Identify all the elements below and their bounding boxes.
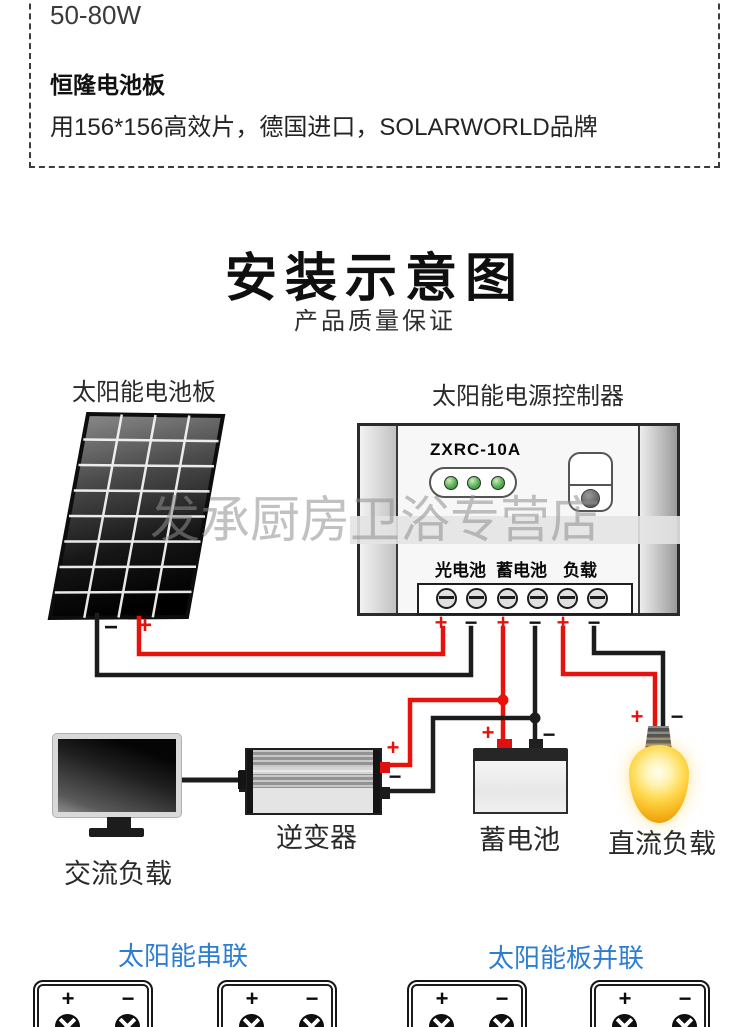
inverter-negative-connector [380,787,390,799]
connector-port-icon [115,1014,140,1027]
connector-port-icon [429,1014,454,1027]
ac-load-label: 交流负载 [64,859,172,889]
battery-top [473,748,568,761]
junction-dot-negative [529,712,541,724]
product-description: 用156*156高效片，德国进口，SOLARWORLD品牌 [50,114,598,141]
dc-load-label: 直流负载 [608,829,716,859]
connector-port-icon [55,1014,80,1027]
terminal-minus-mark: − [587,610,601,635]
terminal-strip [417,583,633,615]
connector-port-icon [612,1014,637,1027]
battery-body [473,761,568,814]
battery-minus-mark: − [542,722,556,747]
junction-box: + − [33,980,153,1027]
led-icon [467,476,481,490]
connector-port-icon [299,1014,324,1027]
solar-panel-label: 太阳能电池板 [72,379,216,406]
terminal-plus-mark: + [496,610,510,635]
panel-plus-mark: + [137,612,152,639]
inverter-label: 逆变器 [276,823,357,853]
terminal-label-battery: 蓄电池 [496,561,547,580]
jbox-minus-mark: − [305,986,319,1011]
terminal-screw [587,588,608,609]
connector-port-icon [489,1014,514,1027]
light-sensor-housing [568,452,613,512]
jbox-minus-mark: − [495,986,509,1011]
bulb-minus-mark: − [670,704,684,729]
series-connection-label: 太阳能串联 [118,941,249,971]
controller-model: ZXRC-10A [430,440,522,459]
inverter-input-connector [238,771,246,789]
wire-panel-negative [94,612,474,678]
wire-inverter-positive [388,697,506,768]
terminal-label-load: 负载 [563,561,597,580]
jbox-plus-mark: + [435,986,449,1011]
terminal-label-pv: 光电池 [435,561,486,580]
inverter-right-cap [373,750,380,813]
terminal-screw [527,588,548,609]
led-indicator-panel [429,467,517,498]
led-icon [444,476,458,490]
monitor-screen [58,739,176,812]
terminal-screw [466,588,487,609]
terminal-minus-mark: − [528,610,542,635]
terminal-screw [557,588,578,609]
page-subtitle: 产品质量保证 [294,308,456,335]
junction-box: + − [217,980,337,1027]
terminal-minus-mark: − [464,610,478,635]
jbox-plus-mark: + [618,986,632,1011]
wire-panel-positive [136,615,446,657]
jbox-plus-mark: + [61,986,75,1011]
junction-box: + − [407,980,527,1027]
wire-load-negative [591,625,666,731]
inverter-shine [251,767,375,774]
battery-negative-post [529,739,543,750]
ac-load-monitor [52,733,182,818]
battery-label: 蓄电池 [479,825,560,855]
product-wattage: 50-80W [50,0,142,30]
housing-divider [570,484,611,486]
inverter-minus-mark: − [388,764,402,789]
watermark-text: 发承厨房卫浴专营店 [150,492,600,548]
panel-minus-mark: − [103,614,118,641]
inverter-plus-mark: + [386,735,400,760]
led-icon [491,476,505,490]
product-info-box: 50-80W 恒隆电池板 用156*156高效片，德国进口，SOLARWORLD… [29,0,720,168]
wire-load-positive [560,625,658,731]
battery-plus-mark: + [481,720,495,745]
connector-port-icon [672,1014,697,1027]
junction-box: + − [590,980,710,1027]
terminal-plus-mark: + [556,610,570,635]
bulb-plus-mark: + [630,704,644,729]
terminal-plus-mark: + [434,610,448,635]
jbox-minus-mark: − [678,986,692,1011]
monitor-stand-base [89,828,144,837]
terminal-screw [436,588,457,609]
battery [473,739,568,814]
wire-inverter-negative [388,715,538,794]
terminal-screw [497,588,518,609]
product-title: 恒隆电池板 [50,72,165,98]
junction-dot-positive [497,694,509,706]
parallel-connection-label: 太阳能板并联 [488,943,645,973]
battery-positive-post [497,739,512,750]
monitor-stand-neck [107,817,131,829]
watermark-band [350,516,680,544]
inverter [245,748,382,815]
jbox-plus-mark: + [245,986,259,1011]
jbox-minus-mark: − [121,986,135,1011]
solar-panel [47,411,226,621]
bulb-icon [629,745,689,823]
page-title: 安装示意图 [224,250,525,308]
inverter-positive-connector [380,762,390,773]
controller-label: 太阳能电源控制器 [432,383,624,410]
inverter-left-cap [247,750,253,813]
connector-port-icon [239,1014,264,1027]
sensor-icon [581,489,600,508]
